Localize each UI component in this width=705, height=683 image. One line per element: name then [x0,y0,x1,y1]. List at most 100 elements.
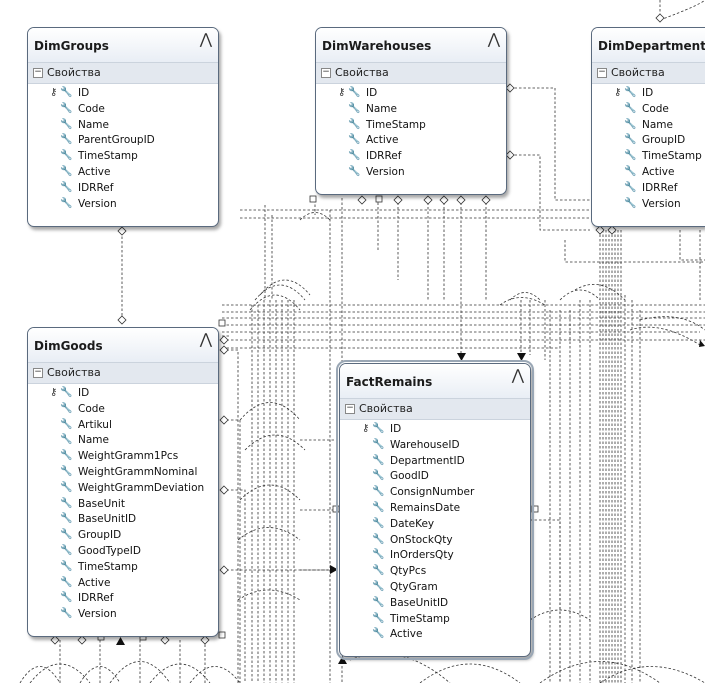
field-row[interactable]: 🔧WarehouseID [340,438,530,454]
field-row[interactable]: 🔧WeightGrammNominal [28,465,218,481]
wrench-icon: 🔧 [624,87,637,98]
field-row[interactable]: 🔧DateKey [340,517,530,533]
wrench-icon: 🔧 [624,165,637,177]
table-header[interactable]: DimDepartments [592,28,705,62]
field-row[interactable]: 🔧Code [28,402,218,418]
field-row[interactable]: 🔧Active [28,165,218,181]
field-row[interactable]: 🔧TimeStamp [28,149,218,165]
field-name: Version [78,608,117,621]
field-row[interactable]: 🔧GoodID [340,469,530,485]
wrench-icon: 🔧 [624,102,637,114]
field-row[interactable]: 🔧QtyPcs [340,564,530,580]
minus-icon[interactable]: − [33,367,43,378]
field-name: Name [78,118,109,131]
field-row[interactable]: 🔧GoodTypeID [28,544,218,560]
field-row[interactable]: 🔧BaseUnit [28,497,218,513]
minus-icon[interactable]: − [597,67,607,78]
field-row[interactable]: 🔧IDRRef [316,149,506,165]
field-row[interactable]: 🔧Code [28,102,218,118]
field-row[interactable]: ⚷🔧ID [592,86,705,102]
minus-icon[interactable]: − [33,67,43,78]
field-row[interactable]: ⚷🔧ID [316,86,506,102]
minus-icon[interactable]: − [345,403,355,414]
field-row[interactable]: 🔧Version [28,607,218,623]
field-row[interactable]: 🔧OnStockQty [340,533,530,549]
field-row[interactable]: 🔧Active [28,576,218,592]
field-row[interactable]: 🔧RemainsDate [340,501,530,517]
field-name: Version [366,165,405,178]
wrench-icon: 🔧 [348,102,361,114]
table-factremains[interactable]: FactRemains ⋀ − Свойства ⚷🔧ID 🔧Warehouse… [336,360,534,660]
wrench-icon: 🔧 [60,529,73,541]
collapse-icon[interactable]: ⋀ [487,30,500,48]
field-row[interactable]: 🔧Active [592,165,705,181]
field-name: QtyGram [390,580,438,593]
field-row[interactable]: 🔧WeightGrammDeviation [28,481,218,497]
field-row[interactable]: 🔧Active [316,133,506,149]
table-header[interactable]: DimGoods ⋀ [28,328,218,362]
field-row[interactable]: 🔧Name [28,433,218,449]
field-name: ID [78,387,90,399]
table-dimdepartments[interactable]: DimDepartments − Свойства ⚷🔧ID 🔧Code 🔧Na… [591,27,705,227]
field-row[interactable]: 🔧Version [316,165,506,181]
field-row[interactable]: 🔧DepartmentID [340,454,530,470]
table-dimgroups[interactable]: DimGroups ⋀ − Свойства ⚷🔧ID 🔧Code 🔧Name … [27,27,219,227]
field-name: Active [390,628,423,641]
wrench-icon: 🔧 [60,418,73,430]
field-name: ConsignNumber [390,486,475,499]
field-name: TimeStamp [390,612,450,625]
table-header[interactable]: FactRemains ⋀ [340,364,530,398]
wrench-icon: 🔧 [60,434,73,446]
properties-section[interactable]: − Свойства [28,362,218,384]
field-row[interactable]: 🔧Name [28,118,218,134]
field-row[interactable]: 🔧Active [340,627,530,643]
table-dimgoods[interactable]: DimGoods ⋀ − Свойства ⚷🔧ID 🔧Code 🔧Artiku… [27,327,219,637]
field-row[interactable]: 🔧Version [592,197,705,213]
field-row[interactable]: 🔧TimeStamp [340,612,530,628]
wrench-icon: 🔧 [348,150,361,162]
table-header[interactable]: DimGroups ⋀ [28,28,218,62]
field-row[interactable]: 🔧Code [592,102,705,118]
field-name: OnStockQty [390,533,453,546]
field-row[interactable]: 🔧Name [316,102,506,118]
field-name: InOrdersQty [390,549,454,562]
field-row[interactable]: ⚷🔧ID [28,386,218,402]
field-row[interactable]: 🔧 InOrdersQty [340,548,530,564]
wrench-icon: 🔧 [372,549,385,561]
collapse-icon[interactable]: ⋀ [199,330,212,348]
field-row[interactable]: 🔧Name [592,118,705,134]
table-header[interactable]: DimWarehouses ⋀ [316,28,506,62]
field-row[interactable]: 🔧IDRRef [28,181,218,197]
field-row[interactable]: 🔧ParentGroupID [28,133,218,149]
field-row[interactable]: 🔧GroupID [28,528,218,544]
field-row[interactable]: 🔧TimeStamp [28,560,218,576]
field-row[interactable]: 🔧Artikul [28,418,218,434]
field-row[interactable]: 🔧WeightGramm1Pcs [28,449,218,465]
field-name: Active [78,165,111,178]
field-row[interactable]: 🔧IDRRef [28,591,218,607]
field-row[interactable]: ⚷🔧ID [28,86,218,102]
field-row[interactable]: 🔧QtyGram [340,580,530,596]
field-row[interactable]: 🔧TimeStamp [316,118,506,134]
collapse-icon[interactable]: ⋀ [511,366,524,384]
properties-section[interactable]: − Свойства [316,62,506,84]
field-name: ID [642,87,654,99]
collapse-icon[interactable]: ⋀ [199,30,212,48]
field-name: IDRRef [78,181,114,194]
field-name: Version [78,197,117,210]
properties-section[interactable]: − Свойства [340,398,530,420]
table-dimwarehouses[interactable]: DimWarehouses ⋀ − Свойства ⚷🔧ID 🔧Name 🔧T… [315,27,507,195]
field-name: TimeStamp [366,118,426,131]
field-row[interactable]: 🔧GroupID [592,133,705,149]
properties-section[interactable]: − Свойства [592,62,705,84]
minus-icon[interactable]: − [321,67,331,78]
field-row[interactable]: 🔧BaseUnitID [28,512,218,528]
field-row[interactable]: 🔧IDRRef [592,181,705,197]
properties-section[interactable]: − Свойства [28,62,218,84]
field-row[interactable]: 🔧TimeStamp [592,149,705,165]
field-row[interactable]: 🔧BaseUnitID [340,596,530,612]
field-name: TimeStamp [642,150,702,163]
field-row[interactable]: 🔧Version [28,197,218,213]
field-row[interactable]: 🔧ConsignNumber [340,485,530,501]
field-row[interactable]: ⚷🔧ID [340,422,530,438]
